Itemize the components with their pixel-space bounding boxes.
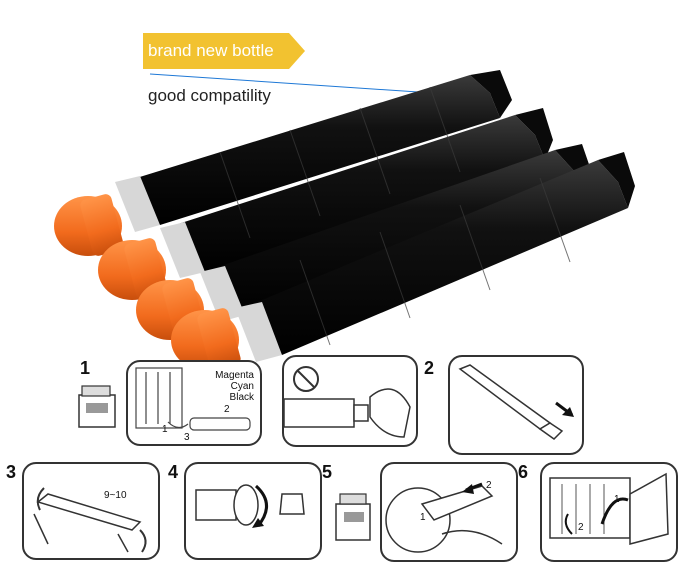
legend-cyan: Cyan: [230, 381, 254, 392]
arrow-label: 2: [578, 522, 584, 533]
step-3-illustration: 9~10: [22, 462, 160, 560]
banner-text: brand new bottle: [148, 41, 274, 60]
step-number: 6: [518, 462, 529, 482]
step-number: 2: [424, 358, 435, 378]
step-number: 4: [168, 462, 179, 482]
toner-removal-icon: [458, 364, 574, 440]
remove-cap-icon: [195, 484, 305, 528]
arrow-label: 1: [162, 424, 168, 435]
insert-toner-icon: [385, 482, 503, 553]
printer-icon: [335, 493, 371, 541]
printer-icon: [78, 385, 116, 428]
arrow-label: 2: [224, 404, 230, 415]
toner-cartridge-icon: [98, 108, 553, 300]
step-number: 1: [80, 358, 91, 378]
arrow-label: 3: [184, 432, 190, 443]
arrow-label: 2: [486, 480, 492, 491]
arrow-label: 1: [420, 512, 426, 523]
arrow-label: 1: [614, 494, 620, 505]
no-shaking-illustration: [282, 355, 418, 447]
banner-shape: [143, 33, 305, 69]
shake-count: 9~10: [104, 490, 127, 501]
toner-cartridge-icon: [171, 152, 635, 370]
step-4-illustration: [184, 462, 322, 560]
toner-cartridges-photo: [54, 70, 635, 370]
printer-interior-icon: [135, 367, 251, 431]
legend-magenta: Magenta: [215, 370, 254, 381]
step-number: 3: [6, 462, 17, 482]
toner-cartridge-icon: [54, 70, 512, 256]
close-cover-icon: [549, 472, 669, 545]
step-5-illustration: 1 2: [380, 462, 518, 562]
step-2-illustration: [448, 355, 584, 455]
step-6-illustration: 1 2: [540, 462, 678, 562]
step-number: 5: [322, 462, 333, 482]
shake-bottle-icon: [33, 487, 147, 553]
legend-black: Black: [229, 392, 254, 403]
tagline: good compatility: [148, 86, 271, 105]
step-1-illustration: Magenta Cyan Black 1 2 3: [126, 360, 262, 446]
hand-icon: [369, 388, 411, 438]
